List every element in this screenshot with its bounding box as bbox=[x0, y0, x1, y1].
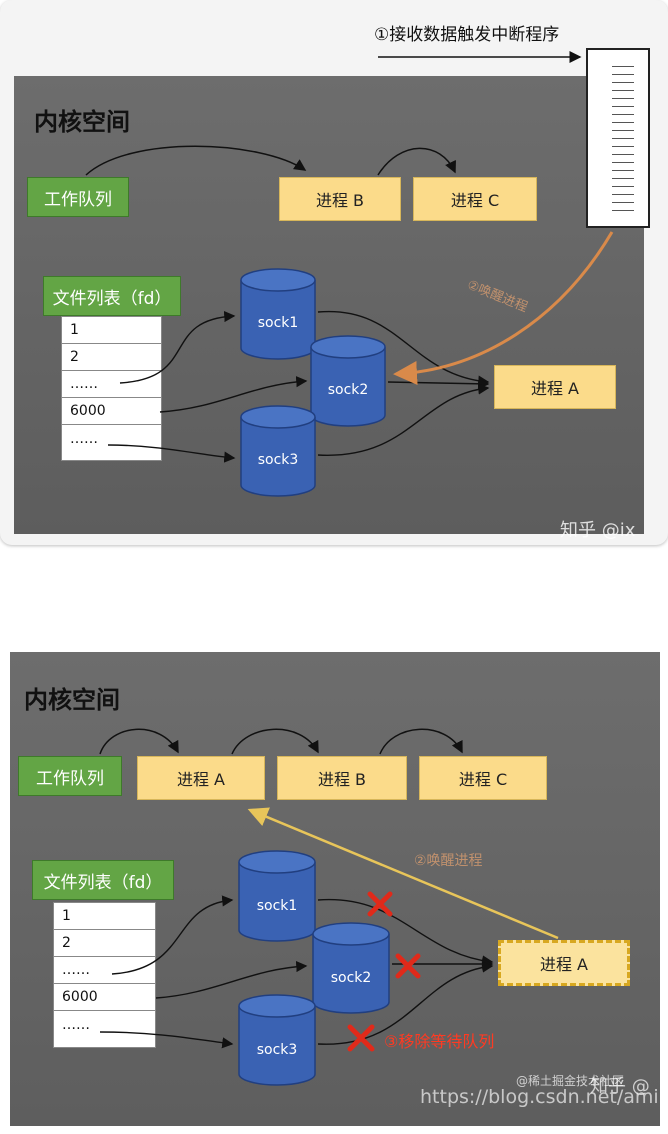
socket-sock3: sock3 bbox=[240, 405, 316, 497]
socket-label: sock3 bbox=[256, 1042, 298, 1058]
fd-list: 1 2 …… 6000 …… bbox=[53, 902, 156, 1048]
interrupt-program-box bbox=[586, 48, 650, 228]
socket-label: sock1 bbox=[256, 898, 298, 914]
kernel-space-title: 内核空间 bbox=[24, 686, 120, 714]
socket-label: sock2 bbox=[330, 970, 372, 986]
cylinder-icon bbox=[312, 922, 390, 1014]
fd-row: 1 bbox=[62, 317, 161, 344]
fd-row: 6000 bbox=[54, 984, 155, 1011]
diagram-panel-wakeup: 内核空间 工作队列 进程 A 进程 B 进程 C 进程 A 文件列表（fd） 1… bbox=[0, 644, 668, 1134]
interrupt-label: ①接收数据触发中断程序 bbox=[374, 25, 560, 45]
fd-row: 2 bbox=[54, 930, 155, 957]
process-c-box: 进程 C bbox=[419, 756, 547, 800]
work-queue-box: 工作队列 bbox=[27, 177, 129, 217]
watermark-csdn: https://blog.csdn.net/ami bbox=[420, 1086, 659, 1108]
file-list-title: 文件列表（fd） bbox=[32, 860, 174, 900]
fd-row: 1 bbox=[54, 903, 155, 930]
socket-label: sock3 bbox=[257, 452, 299, 468]
socket-label: sock2 bbox=[327, 382, 369, 398]
fd-row: …… bbox=[70, 430, 98, 447]
fd-list: 1 2 …… 6000 …… bbox=[61, 316, 162, 461]
file-list-title: 文件列表（fd） bbox=[43, 276, 181, 316]
fd-row: 6000 bbox=[62, 398, 161, 425]
cylinder-icon bbox=[240, 268, 316, 360]
socket-sock1: sock1 bbox=[240, 268, 316, 360]
connector-arrows bbox=[99, 728, 559, 1052]
remove-wait-queue-label: ③移除等待队列 bbox=[384, 1032, 495, 1051]
watermark: 知乎 @ix bbox=[560, 520, 636, 541]
remove-cross-icon bbox=[347, 891, 421, 1052]
process-b-box: 进程 B bbox=[277, 756, 407, 800]
fd-row: …… bbox=[62, 1016, 90, 1033]
socket-sock2: sock2 bbox=[312, 922, 390, 1014]
cylinder-icon bbox=[240, 405, 316, 497]
fd-row: 2 bbox=[62, 344, 161, 371]
removed-process-a-box: 进程 A bbox=[498, 940, 630, 986]
watermark-zhihu: 知乎 @ bbox=[590, 1076, 650, 1097]
cylinder-icon bbox=[238, 994, 316, 1086]
socket-sock1: sock1 bbox=[238, 850, 316, 942]
work-queue-box: 工作队列 bbox=[18, 756, 122, 796]
process-b-box: 进程 B bbox=[279, 177, 401, 221]
diagram-panel-interrupt: 内核空间 ①接收数据触发中断程序 工作队列 进程 B 进程 C 进程 A 文件列… bbox=[0, 0, 668, 545]
socket-sock3: sock3 bbox=[238, 994, 316, 1086]
code-lines bbox=[612, 66, 634, 216]
socket-label: sock1 bbox=[257, 315, 299, 331]
kernel-space-title: 内核空间 bbox=[34, 108, 130, 136]
process-a-box: 进程 A bbox=[137, 756, 265, 800]
process-c-box: 进程 C bbox=[413, 177, 537, 221]
wake-process-label: ②唤醒进程 bbox=[414, 853, 483, 869]
watermark-juejin: @稀土掘金技术社区 bbox=[516, 1074, 625, 1088]
fd-row: …… bbox=[62, 371, 161, 398]
process-a-box: 进程 A bbox=[494, 365, 616, 409]
connector-arrows bbox=[85, 51, 614, 463]
fd-row: …… bbox=[54, 957, 155, 984]
